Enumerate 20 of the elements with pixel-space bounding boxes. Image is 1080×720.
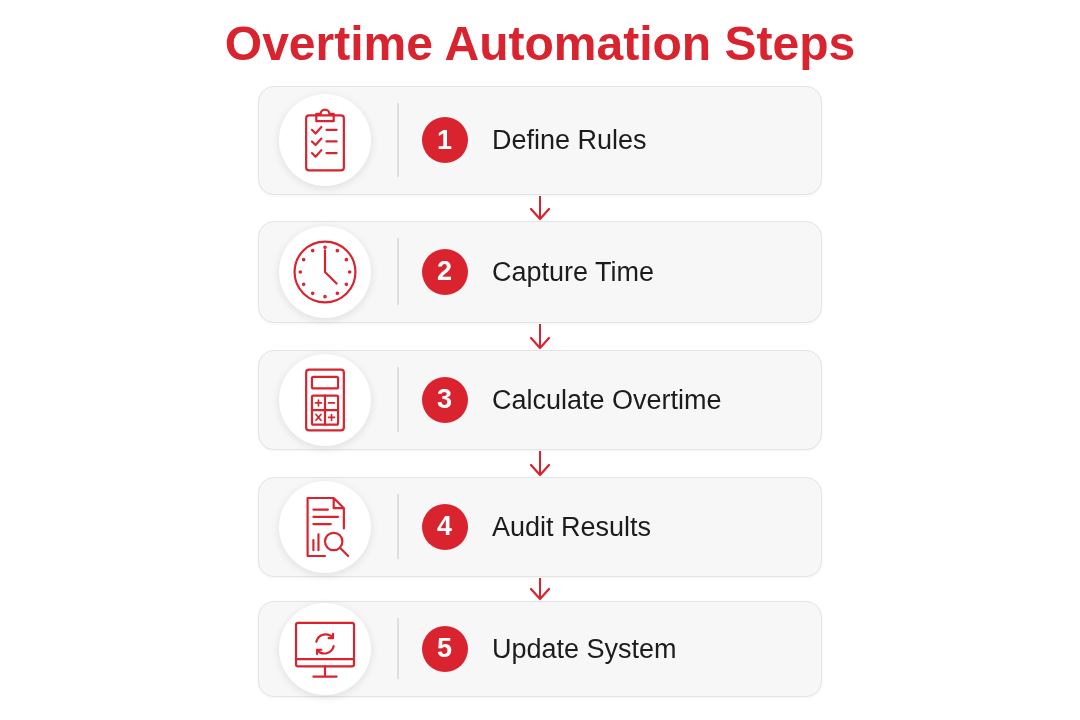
step-label: Calculate Overtime [492,383,722,416]
step-number-badge: 3 [421,376,468,423]
step-card [258,601,822,697]
arrow [529,323,551,350]
title: Overtime Automation Steps [224,17,856,70]
step-label: Capture Time [492,255,655,288]
step-number-badge: 5 [421,625,468,672]
step-label: Define Rules [492,124,647,156]
step-label: Audit Results [492,510,652,543]
step-card [258,86,822,195]
step-card [258,350,822,450]
step-card [258,221,822,323]
step-card [258,477,822,577]
step-label: Update System [492,632,677,665]
arrow [529,577,551,601]
step-number-badge: 4 [421,503,468,550]
step-number-badge: 2 [421,248,468,295]
step-number-badge: 1 [421,117,468,163]
arrow [529,195,551,221]
arrow [529,450,551,477]
